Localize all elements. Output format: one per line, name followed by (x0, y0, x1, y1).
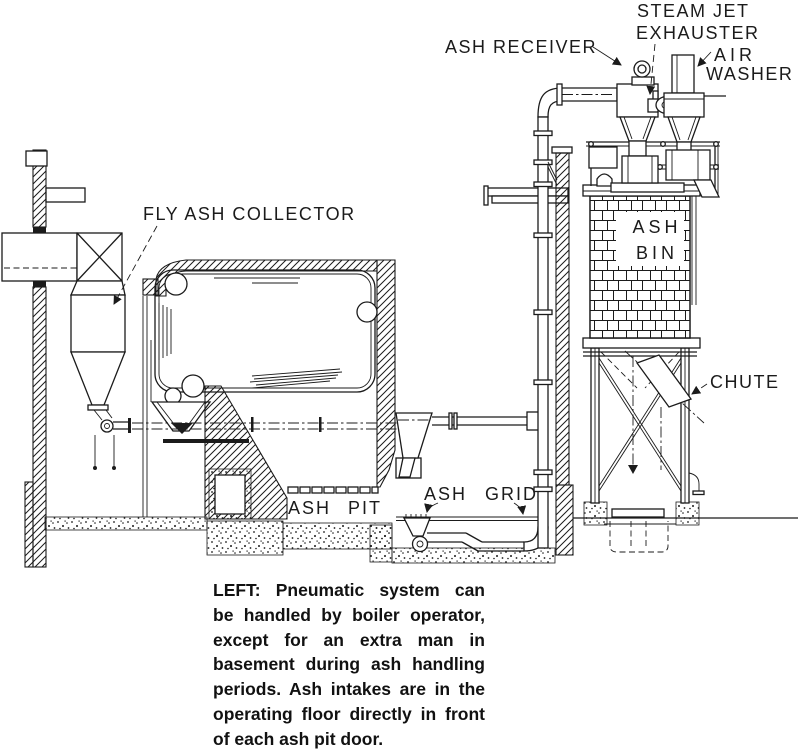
label-ash-receiver: ASH RECEIVER (445, 37, 597, 57)
label-air-washer-line2: WASHER (706, 64, 793, 84)
conveying-line (132, 417, 398, 432)
riser-pipe (533, 83, 618, 549)
damper-box (76, 232, 123, 282)
left-wall (24, 149, 86, 568)
caption-line: periods. Ash intakes are in the (213, 679, 485, 700)
label-ash-bin-line1: ASH (632, 217, 681, 237)
ash-grid-assembly (396, 514, 549, 553)
labels: FLY ASH COLLECTOR ASH RECEIVER STEAM JET… (113, 1, 793, 518)
label-air-washer-line1: AIR (714, 45, 756, 65)
label-steam-jet-line1: STEAM JET (637, 1, 750, 21)
caption: LEFT: Pneumatic system can be handled by… (213, 578, 485, 752)
ground (573, 501, 798, 553)
boiler (142, 259, 396, 488)
fly-ash-collector (70, 280, 148, 517)
top-frame (586, 141, 720, 196)
platform-beam (483, 185, 569, 206)
support-tower (583, 347, 705, 504)
caption-line: be handled by boiler operator, (213, 604, 485, 625)
ash-bin (582, 184, 701, 349)
caption-line: basement during ash handling (213, 654, 485, 675)
floor-intake-hopper (395, 412, 433, 478)
caption-line: operating floor directly in front (213, 703, 485, 724)
flue-duct (1, 232, 122, 282)
air-washer-unit (663, 54, 726, 198)
caption-line: of each ash pit door. (213, 728, 384, 749)
intake-pipe (432, 411, 541, 431)
caption-line: LEFT: Pneumatic system can (213, 580, 485, 600)
caption-line: except for an extra man in (213, 629, 485, 650)
building-wall (551, 146, 574, 556)
label-chute: CHUTE (710, 372, 780, 392)
label-fly-ash-collector: FLY ASH COLLECTOR (143, 204, 356, 224)
label-ash-grid: ASH GRID (424, 484, 538, 504)
label-steam-jet-line2: EXHAUSTER (636, 23, 760, 43)
basement-floors (44, 516, 556, 564)
boiler-setting (204, 385, 288, 520)
label-ash-bin-line2: BIN (636, 243, 678, 263)
label-ash-pit: ASH PIT (288, 498, 382, 518)
